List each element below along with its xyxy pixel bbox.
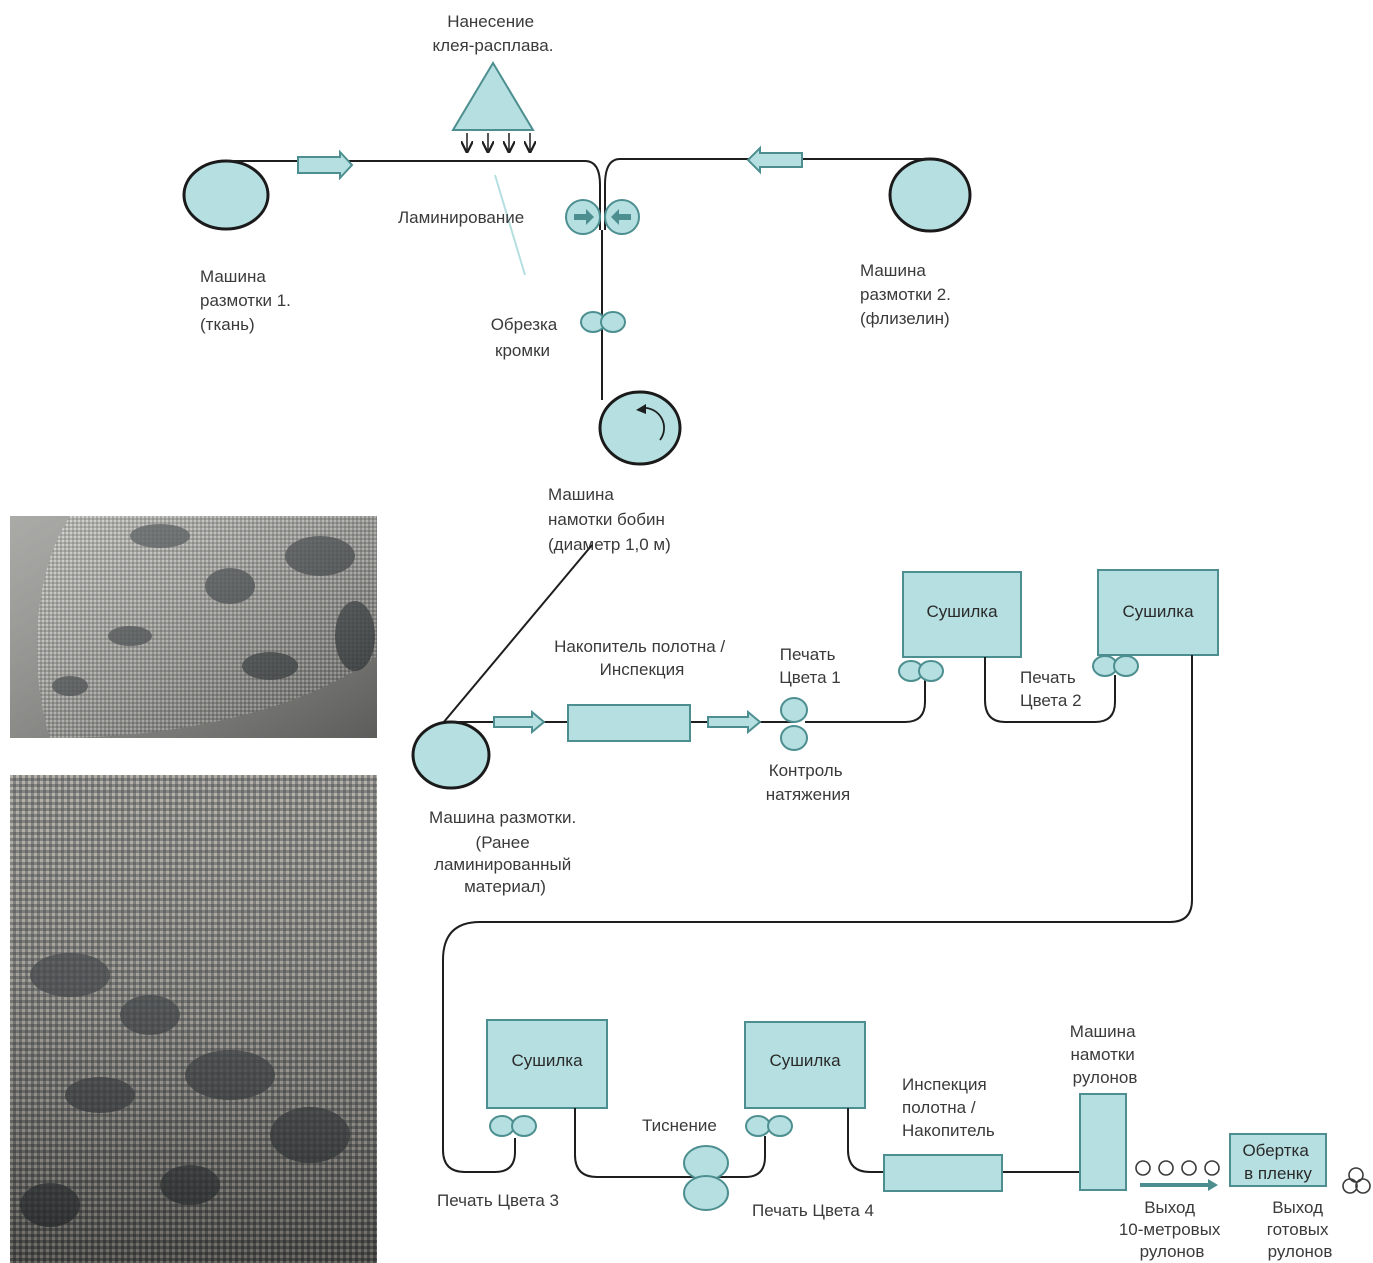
- small-rolls-output: [1135, 1160, 1220, 1176]
- dryer-1-nip-right: [918, 660, 944, 682]
- glue-applicator-triangle: [451, 61, 535, 131]
- exit-10m-rolls-label: Выход 10-метровых рулонов: [1119, 1198, 1225, 1261]
- web-line-to-dryer-1: [805, 672, 926, 723]
- transfer-line: [442, 544, 593, 724]
- accumulator-inspection-label: Накопитель полотна / Инспекция: [554, 637, 730, 679]
- dryer-3-label: Сушилка: [511, 1051, 583, 1070]
- fabric-roll-photo-top: [10, 516, 377, 738]
- print-color-3-label: Печать Цвета 3: [437, 1191, 559, 1210]
- glue-drop-arrows: [467, 133, 530, 150]
- roll-winder-box: [1079, 1093, 1127, 1191]
- web-return-loop: [442, 655, 1193, 1173]
- unwinder-2-roll: [888, 157, 972, 233]
- glue-application-label: Нанесение клея-расплава.: [433, 12, 554, 55]
- nip-arrow-right: [574, 209, 594, 225]
- tension-control-label: Контроль натяжения: [766, 761, 850, 804]
- print-color-4-label: Печать Цвета 4: [752, 1201, 874, 1220]
- lamination-label: Ламинирование: [398, 208, 524, 227]
- web-line-dryer-3-to-4: [574, 1108, 766, 1178]
- dryer-3-box: [486, 1019, 608, 1109]
- dryer-4-box: [744, 1021, 866, 1109]
- bobbin-winder-roll: [598, 390, 682, 466]
- dryer-2-box: [1097, 569, 1219, 656]
- unwinder-2-label: Машина размотки 2. (флизелин): [860, 261, 956, 328]
- dryer-4-label: Сушилка: [769, 1051, 841, 1070]
- unwinder-pre-laminated-roll: [411, 720, 491, 790]
- unwinder-1-label: Машина размотки 1. (ткань): [200, 267, 296, 334]
- roll-winder-label: Машина намотки рулонов: [1070, 1022, 1141, 1087]
- finished-rolls-icon: [1342, 1167, 1371, 1194]
- film-wrap-label: Обертка в пленку: [1242, 1141, 1313, 1183]
- flow-arrow-right: [493, 709, 546, 735]
- print-color-1-label: Печать Цвета 1: [779, 645, 841, 687]
- dryer-2-nip-right: [1113, 655, 1139, 677]
- print-1-roller-top: [780, 697, 808, 723]
- embossing-label: Тиснение: [642, 1116, 717, 1135]
- inspection-accumulator-label: Инспекция полотна / Накопитель: [902, 1075, 995, 1140]
- edge-trim-nip-right: [600, 311, 626, 333]
- print-1-roller-bottom: [780, 725, 808, 751]
- flow-arrow-left: [746, 145, 803, 175]
- nip-arrow-left: [611, 209, 631, 225]
- accumulator-inspection-box: [567, 704, 691, 742]
- unwinder-pre-laminated-label: Машина размотки. (Ранее ламинированный м…: [429, 808, 581, 896]
- dryer-3-nip-right: [511, 1115, 537, 1137]
- web-line-dryer-1-to-2: [984, 657, 1116, 723]
- inspection-accumulator-box: [883, 1154, 1003, 1192]
- dryer-3-nip-left: [489, 1115, 515, 1137]
- rotation-arrow-icon: [641, 407, 665, 441]
- film-wrap-box: [1229, 1133, 1327, 1187]
- flow-arrow-right: [297, 149, 354, 181]
- faint-pointer-arrow: [494, 174, 526, 276]
- web-line-1: [226, 160, 601, 230]
- flow-arrow-right: [1140, 1179, 1218, 1191]
- dryer-4-nip-right: [767, 1115, 793, 1137]
- fabric-closeup-photo-bottom: [10, 775, 377, 1263]
- web-line-to-inspection: [847, 1108, 1080, 1173]
- flow-arrow-right: [707, 709, 762, 735]
- unwinder-1-roll: [182, 159, 270, 231]
- bobbin-winder-label: Машина намотки бобин (диаметр 1,0 м): [548, 485, 671, 554]
- rotation-arrowhead: [636, 404, 646, 414]
- dryer-1-label: Сушилка: [926, 602, 998, 621]
- dryer-2-label: Сушилка: [1122, 602, 1194, 621]
- embossing-roller-bottom: [683, 1175, 729, 1211]
- dryer-1-box: [902, 571, 1022, 658]
- print-color-2-label: Печать Цвета 2: [1020, 668, 1082, 710]
- edge-trimming-label: Обрезка кромки: [491, 315, 562, 360]
- web-line-2: [604, 158, 930, 230]
- exit-finished-rolls-label: Выход готовых рулонов: [1267, 1198, 1333, 1261]
- dryer-4-nip-left: [745, 1115, 771, 1137]
- embossing-roller-top: [683, 1145, 729, 1181]
